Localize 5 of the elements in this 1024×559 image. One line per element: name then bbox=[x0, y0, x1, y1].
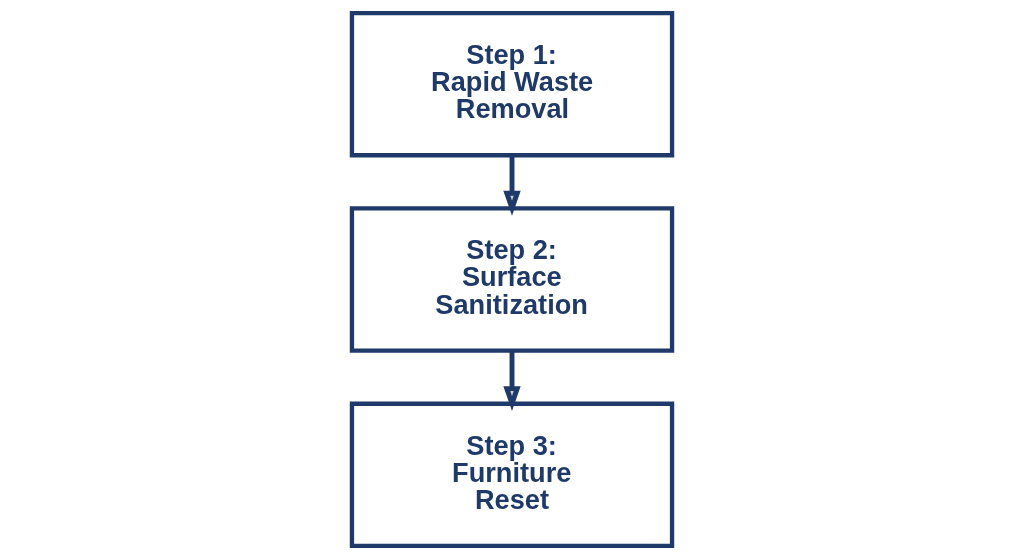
node-box: Step 3: Furniture Reset bbox=[349, 401, 675, 548]
node-box: Step 2: Surface Sanitization bbox=[349, 206, 675, 353]
arrow bbox=[503, 155, 521, 216]
node-box: Step 1: Rapid Waste Removal bbox=[349, 11, 675, 158]
arrow bbox=[503, 350, 521, 411]
